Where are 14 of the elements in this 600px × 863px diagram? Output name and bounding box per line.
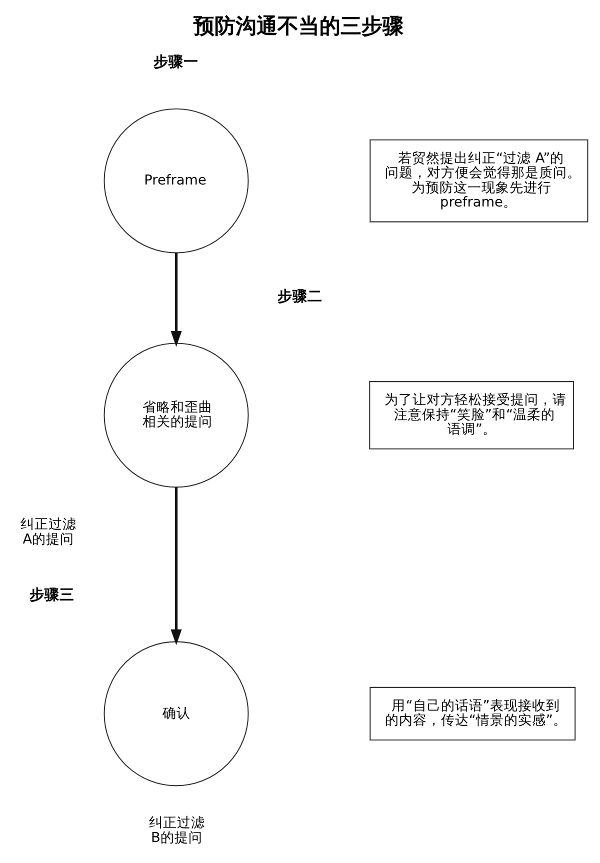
label: 步骤三 <box>30 586 75 604</box>
label: 步骤一 <box>154 53 199 70</box>
node-circle: Preframe <box>104 108 249 254</box>
node-label: 纠正过滤B的提问 <box>148 815 205 846</box>
node-circle: 确认 <box>104 641 249 786</box>
node-box: 为了让对方轻松接受提问，请注意保持“笑脸”和“温柔的语调”。 <box>369 381 574 450</box>
node-box: 用“自己的话语”表现接收到的内容，传达“情景的实感”。 <box>370 686 576 740</box>
arrow <box>170 487 182 646</box>
node-box: 若贸然提出纠正“过滤 A”的问题，对方便会觉得那是质问。为预防这一现象先进行 preframe。 <box>370 139 588 222</box>
node-label: 纠正过滤A的提问 <box>20 516 77 548</box>
node-circle: 省略和歪曲相关的提问 <box>104 342 249 488</box>
label: 步骤二 <box>278 288 323 305</box>
arrow <box>170 252 182 347</box>
diagram-title: 预防沟通不当的三步骤 <box>193 13 404 38</box>
